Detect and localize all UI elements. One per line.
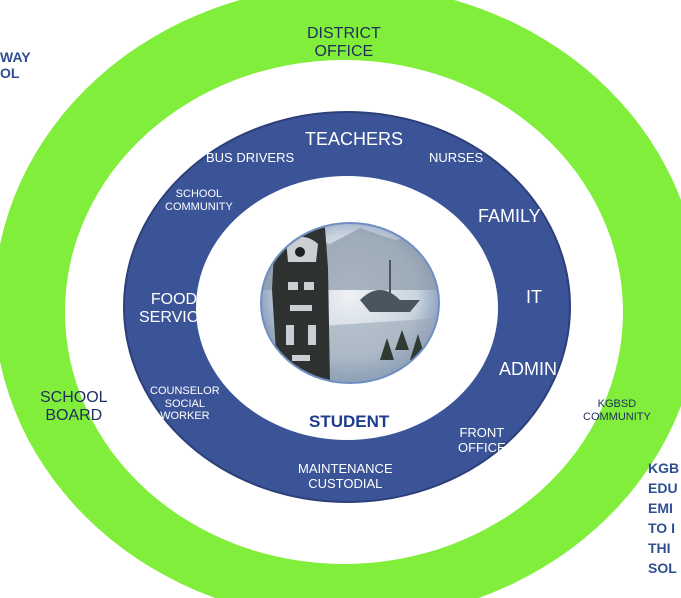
food-service-line2: SERVICE [139, 309, 209, 327]
food-service-line1: FOOD [150, 291, 198, 308]
kgbsd-community-line1: KGBSD [597, 398, 637, 410]
bus-drivers-label: BUS DRIVERS [206, 150, 295, 165]
nurses-label: NURSES [429, 150, 484, 165]
top-left-line1: WAY [0, 49, 31, 65]
front-office-label: FRONT OFFICE [458, 425, 506, 456]
maintenance-line1: MAINTENANCE [298, 461, 393, 476]
admin-label: ADMIN [499, 359, 557, 379]
bottom-right-line1: KGB [648, 460, 680, 476]
bottom-right-line4: TO I [648, 520, 675, 536]
it-label: IT [526, 287, 542, 307]
top-left-corner-text: WAY OL [0, 49, 31, 81]
counselor-line1: COUNSELOR [150, 385, 220, 397]
district-office-line2: OFFICE [314, 43, 374, 61]
school-board-line2: BOARD [45, 407, 103, 425]
counselor-line2: SOCIAL [164, 397, 206, 410]
bottom-right-line2: EDU [648, 480, 678, 496]
district-office-line1: DISTRICT [307, 25, 381, 42]
totem-seal-icon [260, 222, 440, 384]
maintenance-line2: CUSTODIAL [308, 475, 383, 491]
bottom-right-line6: SOL [648, 560, 677, 576]
school-community-line2: COMMUNITY [165, 200, 233, 213]
bottom-right-corner-text: KGB EDU EMI TO I THI SOL [648, 458, 679, 578]
school-community-label: SCHOOL COMMUNITY [165, 188, 233, 213]
school-community-line1: SCHOOL [175, 188, 223, 200]
bottom-right-line5: THI [648, 540, 671, 556]
kgbsd-community-line2: COMMUNITY [583, 410, 651, 423]
counselor-line3: WORKER [160, 410, 210, 423]
front-office-line2: OFFICE [458, 439, 506, 455]
student-label: STUDENT [309, 412, 390, 431]
school-board-line1: SCHOOL [40, 389, 108, 406]
top-left-line2: OL [0, 65, 20, 82]
district-office-label: DISTRICT OFFICE [307, 25, 381, 62]
school-board-label: SCHOOL BOARD [40, 389, 108, 426]
counselor-label: COUNSELOR SOCIAL WORKER [150, 385, 220, 423]
maintenance-label: MAINTENANCE CUSTODIAL [298, 461, 393, 492]
front-office-line1: FRONT [459, 425, 505, 440]
food-service-label: FOOD SERVICE [139, 291, 209, 328]
bottom-right-line3: EMI [648, 500, 673, 516]
kgbsd-community-label: KGBSD COMMUNITY [583, 398, 651, 423]
teachers-label: TEACHERS [305, 129, 404, 149]
family-label: FAMILY [478, 206, 541, 226]
